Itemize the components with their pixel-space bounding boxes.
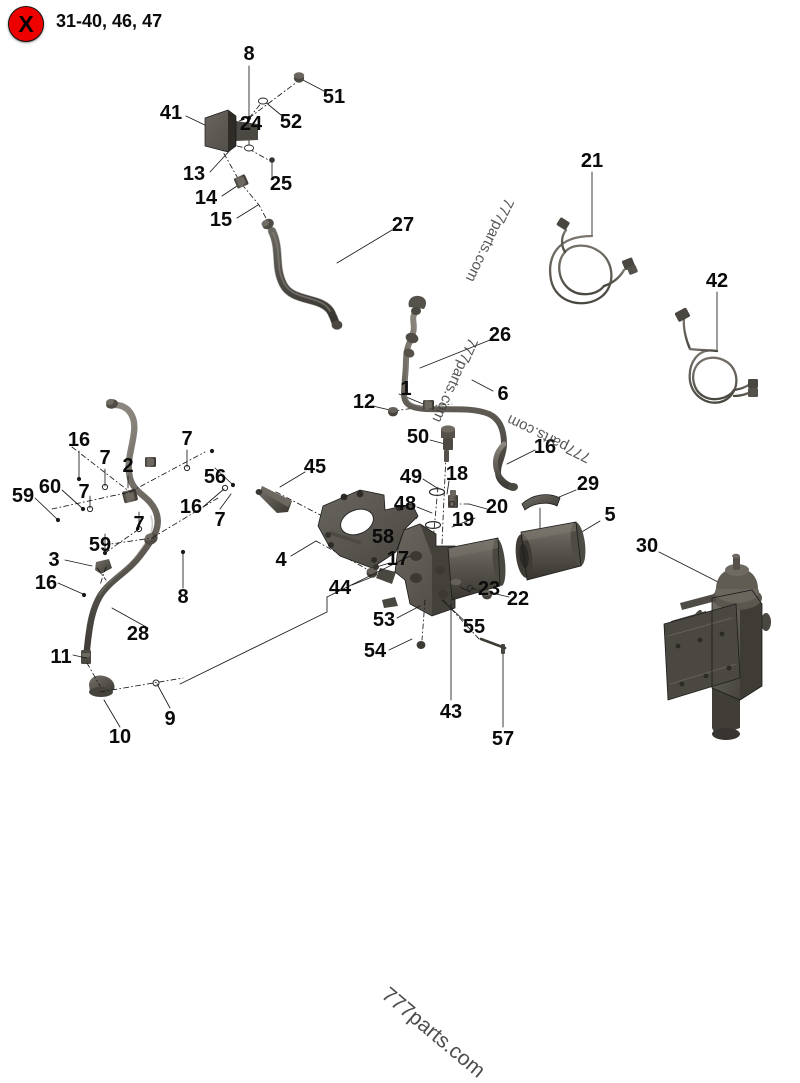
- group-pump-30: [658, 551, 771, 740]
- callout-51[interactable]: 51: [322, 86, 346, 108]
- callout-50[interactable]: 50: [406, 426, 430, 448]
- callout-9[interactable]: 9: [164, 708, 176, 730]
- group-wire-harness-21: [549, 171, 638, 305]
- callout-6[interactable]: 6: [497, 383, 509, 405]
- callout-17[interactable]: 17: [386, 548, 410, 570]
- callout-53[interactable]: 53: [372, 609, 396, 631]
- callout-59[interactable]: 59: [88, 534, 112, 556]
- callout-8[interactable]: 8: [177, 586, 189, 608]
- callout-22[interactable]: 22: [506, 588, 530, 610]
- callout-7[interactable]: 7: [99, 447, 111, 469]
- callout-7[interactable]: 7: [133, 513, 145, 535]
- callout-41[interactable]: 41: [159, 102, 183, 124]
- callout-19[interactable]: 19: [451, 509, 475, 531]
- callout-28[interactable]: 28: [126, 623, 150, 645]
- callout-14[interactable]: 14: [194, 187, 218, 209]
- group-upper-left-bracket: [185, 65, 393, 330]
- group-mount-plate: [255, 471, 419, 586]
- callout-45[interactable]: 45: [303, 456, 327, 478]
- callout-16[interactable]: 16: [67, 429, 91, 451]
- callout-26[interactable]: 26: [488, 324, 512, 346]
- callout-59[interactable]: 59: [11, 485, 35, 507]
- callout-13[interactable]: 13: [182, 163, 206, 185]
- callout-49[interactable]: 49: [399, 466, 423, 488]
- callout-56[interactable]: 56: [203, 466, 227, 488]
- group-hose-28: [34, 398, 236, 728]
- callout-42[interactable]: 42: [705, 270, 729, 292]
- callout-4[interactable]: 4: [275, 549, 287, 571]
- callout-18[interactable]: 18: [445, 463, 469, 485]
- callout-12[interactable]: 12: [352, 391, 376, 413]
- callout-11[interactable]: 11: [50, 646, 72, 668]
- callout-16[interactable]: 16: [34, 572, 58, 594]
- callout-43[interactable]: 43: [439, 701, 463, 723]
- callout-60[interactable]: 60: [38, 476, 62, 498]
- callout-25[interactable]: 25: [269, 173, 293, 195]
- callout-16[interactable]: 16: [533, 436, 557, 458]
- callout-10[interactable]: 10: [108, 726, 132, 748]
- callout-55[interactable]: 55: [462, 616, 486, 638]
- callout-24[interactable]: 24: [239, 113, 263, 135]
- callout-23[interactable]: 23: [477, 578, 501, 600]
- callout-7[interactable]: 7: [78, 481, 90, 503]
- group-cylinder-5: [515, 489, 601, 581]
- callout-48[interactable]: 48: [393, 493, 417, 515]
- x-marker-icon: X: [8, 6, 44, 42]
- callout-8[interactable]: 8: [243, 43, 255, 65]
- group-wire-harness-42: [674, 291, 758, 404]
- header: X 31-40, 46, 47: [0, 0, 800, 46]
- callout-1[interactable]: 1: [400, 378, 412, 400]
- callout-44[interactable]: 44: [328, 577, 352, 599]
- callout-58[interactable]: 58: [371, 526, 395, 548]
- callout-5[interactable]: 5: [604, 504, 616, 526]
- callout-52[interactable]: 52: [279, 111, 303, 133]
- callout-20[interactable]: 20: [485, 496, 509, 518]
- callout-15[interactable]: 15: [209, 209, 233, 231]
- callout-7[interactable]: 7: [181, 428, 193, 450]
- x-marker-glyph: X: [18, 10, 34, 37]
- callout-7[interactable]: 7: [214, 509, 226, 531]
- callout-30[interactable]: 30: [635, 535, 659, 557]
- callout-21[interactable]: 21: [580, 150, 604, 172]
- callout-57[interactable]: 57: [491, 728, 515, 750]
- callout-27[interactable]: 27: [391, 214, 415, 236]
- callout-54[interactable]: 54: [363, 640, 387, 662]
- callout-16[interactable]: 16: [179, 496, 203, 518]
- group-hose-26: [372, 295, 536, 491]
- group-valve-body: [179, 523, 510, 728]
- callout-29[interactable]: 29: [576, 473, 600, 495]
- callout-3[interactable]: 3: [48, 549, 60, 571]
- callout-2[interactable]: 2: [122, 455, 134, 477]
- header-part-range-label: 31-40, 46, 47: [56, 11, 163, 31]
